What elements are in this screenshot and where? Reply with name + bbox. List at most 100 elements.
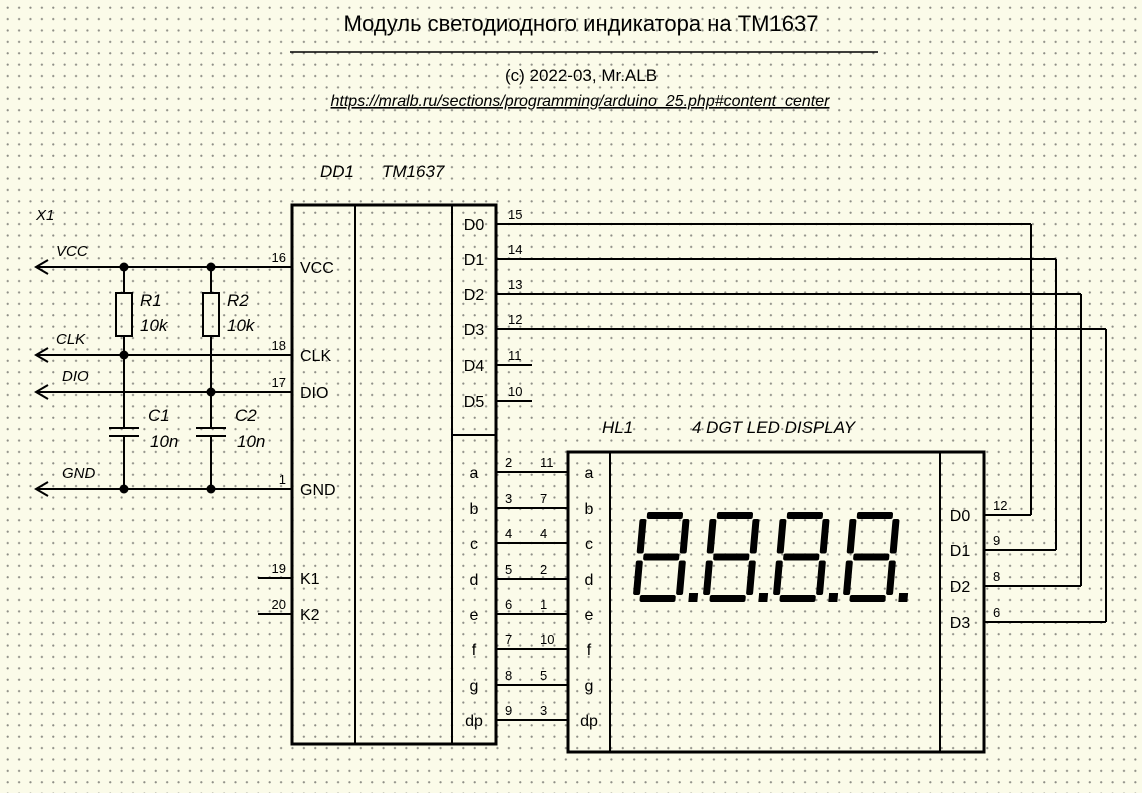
chip-pin-label-k2: K2 <box>300 607 320 624</box>
display-hl1: HL1 4 DGT LED DISPLAY a11b7c4d2e1f10g5dp… <box>540 418 1007 754</box>
display-pin-number: 4 <box>540 526 547 541</box>
chip-pin-number: 4 <box>505 526 512 541</box>
page-title: Модуль светодиодного индикатора на TM163… <box>344 11 819 36</box>
led-dp-segment <box>898 593 909 602</box>
display-pin-label-g: g <box>585 678 594 695</box>
led-segment <box>783 553 820 561</box>
led-segment <box>846 519 857 554</box>
led-segment <box>636 519 647 554</box>
display-pin-label-f: f <box>587 642 592 659</box>
chip-pin-label-clk: CLK <box>300 348 331 365</box>
display-pin-label-d: d <box>585 572 594 589</box>
chip-pin-label-e: e <box>470 607 479 624</box>
junction-dot <box>206 262 216 272</box>
led-segment <box>849 595 886 602</box>
chip-pin-number: 19 <box>272 561 286 576</box>
led-segment <box>706 519 717 554</box>
arrow-left-icon <box>34 347 49 363</box>
resistor-ref: R1 <box>140 291 162 310</box>
capacitor-ref: C1 <box>148 406 170 425</box>
led-dp-segment <box>828 593 839 602</box>
led-segment <box>709 595 746 602</box>
led-segment <box>716 512 754 519</box>
chip-pin-number: 2 <box>505 455 512 470</box>
arrow-left-icon <box>34 481 49 497</box>
chip-pin-number: 8 <box>505 668 512 683</box>
junction-dot <box>206 484 216 494</box>
led-segment <box>819 519 830 554</box>
chip-pin-label-f: f <box>472 642 477 659</box>
arrow-left-icon <box>34 259 49 275</box>
led-segment <box>746 560 756 595</box>
display-pin-number: 8 <box>993 569 1000 584</box>
digit-8 <box>843 512 909 602</box>
capacitor-ref: C2 <box>235 406 257 425</box>
chip-pin-number: 12 <box>508 312 522 327</box>
display-pin-number: 12 <box>993 498 1007 513</box>
seven-segment-digits <box>633 512 909 602</box>
digit-8 <box>633 512 699 602</box>
led-segment <box>679 519 690 554</box>
led-segment <box>843 560 853 595</box>
led-segment <box>856 512 894 519</box>
source-url[interactable]: https://mralb.ru/sections/programming/ar… <box>331 93 831 110</box>
display-pin-number: 7 <box>540 491 547 506</box>
display-part: 4 DGT LED DISPLAY <box>692 418 857 437</box>
chip-pin-number: 16 <box>272 250 286 265</box>
led-segment <box>786 512 824 519</box>
chip-pin-number: 9 <box>505 703 512 718</box>
chip-pin-label-d1: D1 <box>464 252 485 269</box>
display-pin-label-b: b <box>585 501 594 518</box>
display-pin-label-d0: D0 <box>950 508 971 525</box>
led-segment <box>676 560 686 595</box>
resistor-value: 10k <box>227 316 256 335</box>
junction-dot <box>206 387 216 397</box>
led-segment <box>703 560 713 595</box>
led-segment <box>816 560 826 595</box>
net-label-clk: CLK <box>56 331 86 348</box>
led-segment <box>646 512 684 519</box>
chip-pin-label-d5: D5 <box>464 394 485 411</box>
chip-pin-label-vcc: VCC <box>300 260 334 277</box>
chip-pin-number: 18 <box>272 338 286 353</box>
display-pin-label-dp: dp <box>580 713 598 730</box>
led-dp-segment <box>758 593 769 602</box>
led-segment <box>643 553 680 561</box>
chip-pin-label-d2: D2 <box>464 287 485 304</box>
chip-pin-label-a: a <box>470 465 479 482</box>
digit-8 <box>773 512 839 602</box>
display-pin-number: 5 <box>540 668 547 683</box>
capacitor-value: 10n <box>237 432 265 451</box>
led-segment <box>749 519 760 554</box>
arrow-left-icon <box>34 384 49 400</box>
chip-pin-number: 13 <box>508 277 522 292</box>
connector-ref: X1 <box>35 207 54 224</box>
led-segment <box>779 595 816 602</box>
chip-pin-number: 15 <box>508 207 522 222</box>
chip-pin-number: 14 <box>508 242 522 257</box>
led-segment <box>889 519 900 554</box>
chip-pin-label-g: g <box>470 678 479 695</box>
chip-pin-number: 7 <box>505 632 512 647</box>
junction-dot <box>119 484 129 494</box>
display-pin-number: 6 <box>993 605 1000 620</box>
display-pin-number: 1 <box>540 597 547 612</box>
display-pin-label-d2: D2 <box>950 579 971 596</box>
chip-pin-label-gnd: GND <box>300 482 336 499</box>
led-segment <box>853 553 890 561</box>
chip-pin-label-d: d <box>470 572 479 589</box>
junction-dot <box>119 350 129 360</box>
led-segment <box>639 595 676 602</box>
display-pin-number: 2 <box>540 562 547 577</box>
display-pin-label-a: a <box>585 465 594 482</box>
chip-pin-number: 3 <box>505 491 512 506</box>
chip-pin-number: 10 <box>508 384 522 399</box>
led-dp-segment <box>688 593 699 602</box>
led-segment <box>776 519 787 554</box>
chip-pin-number: 1 <box>279 472 286 487</box>
